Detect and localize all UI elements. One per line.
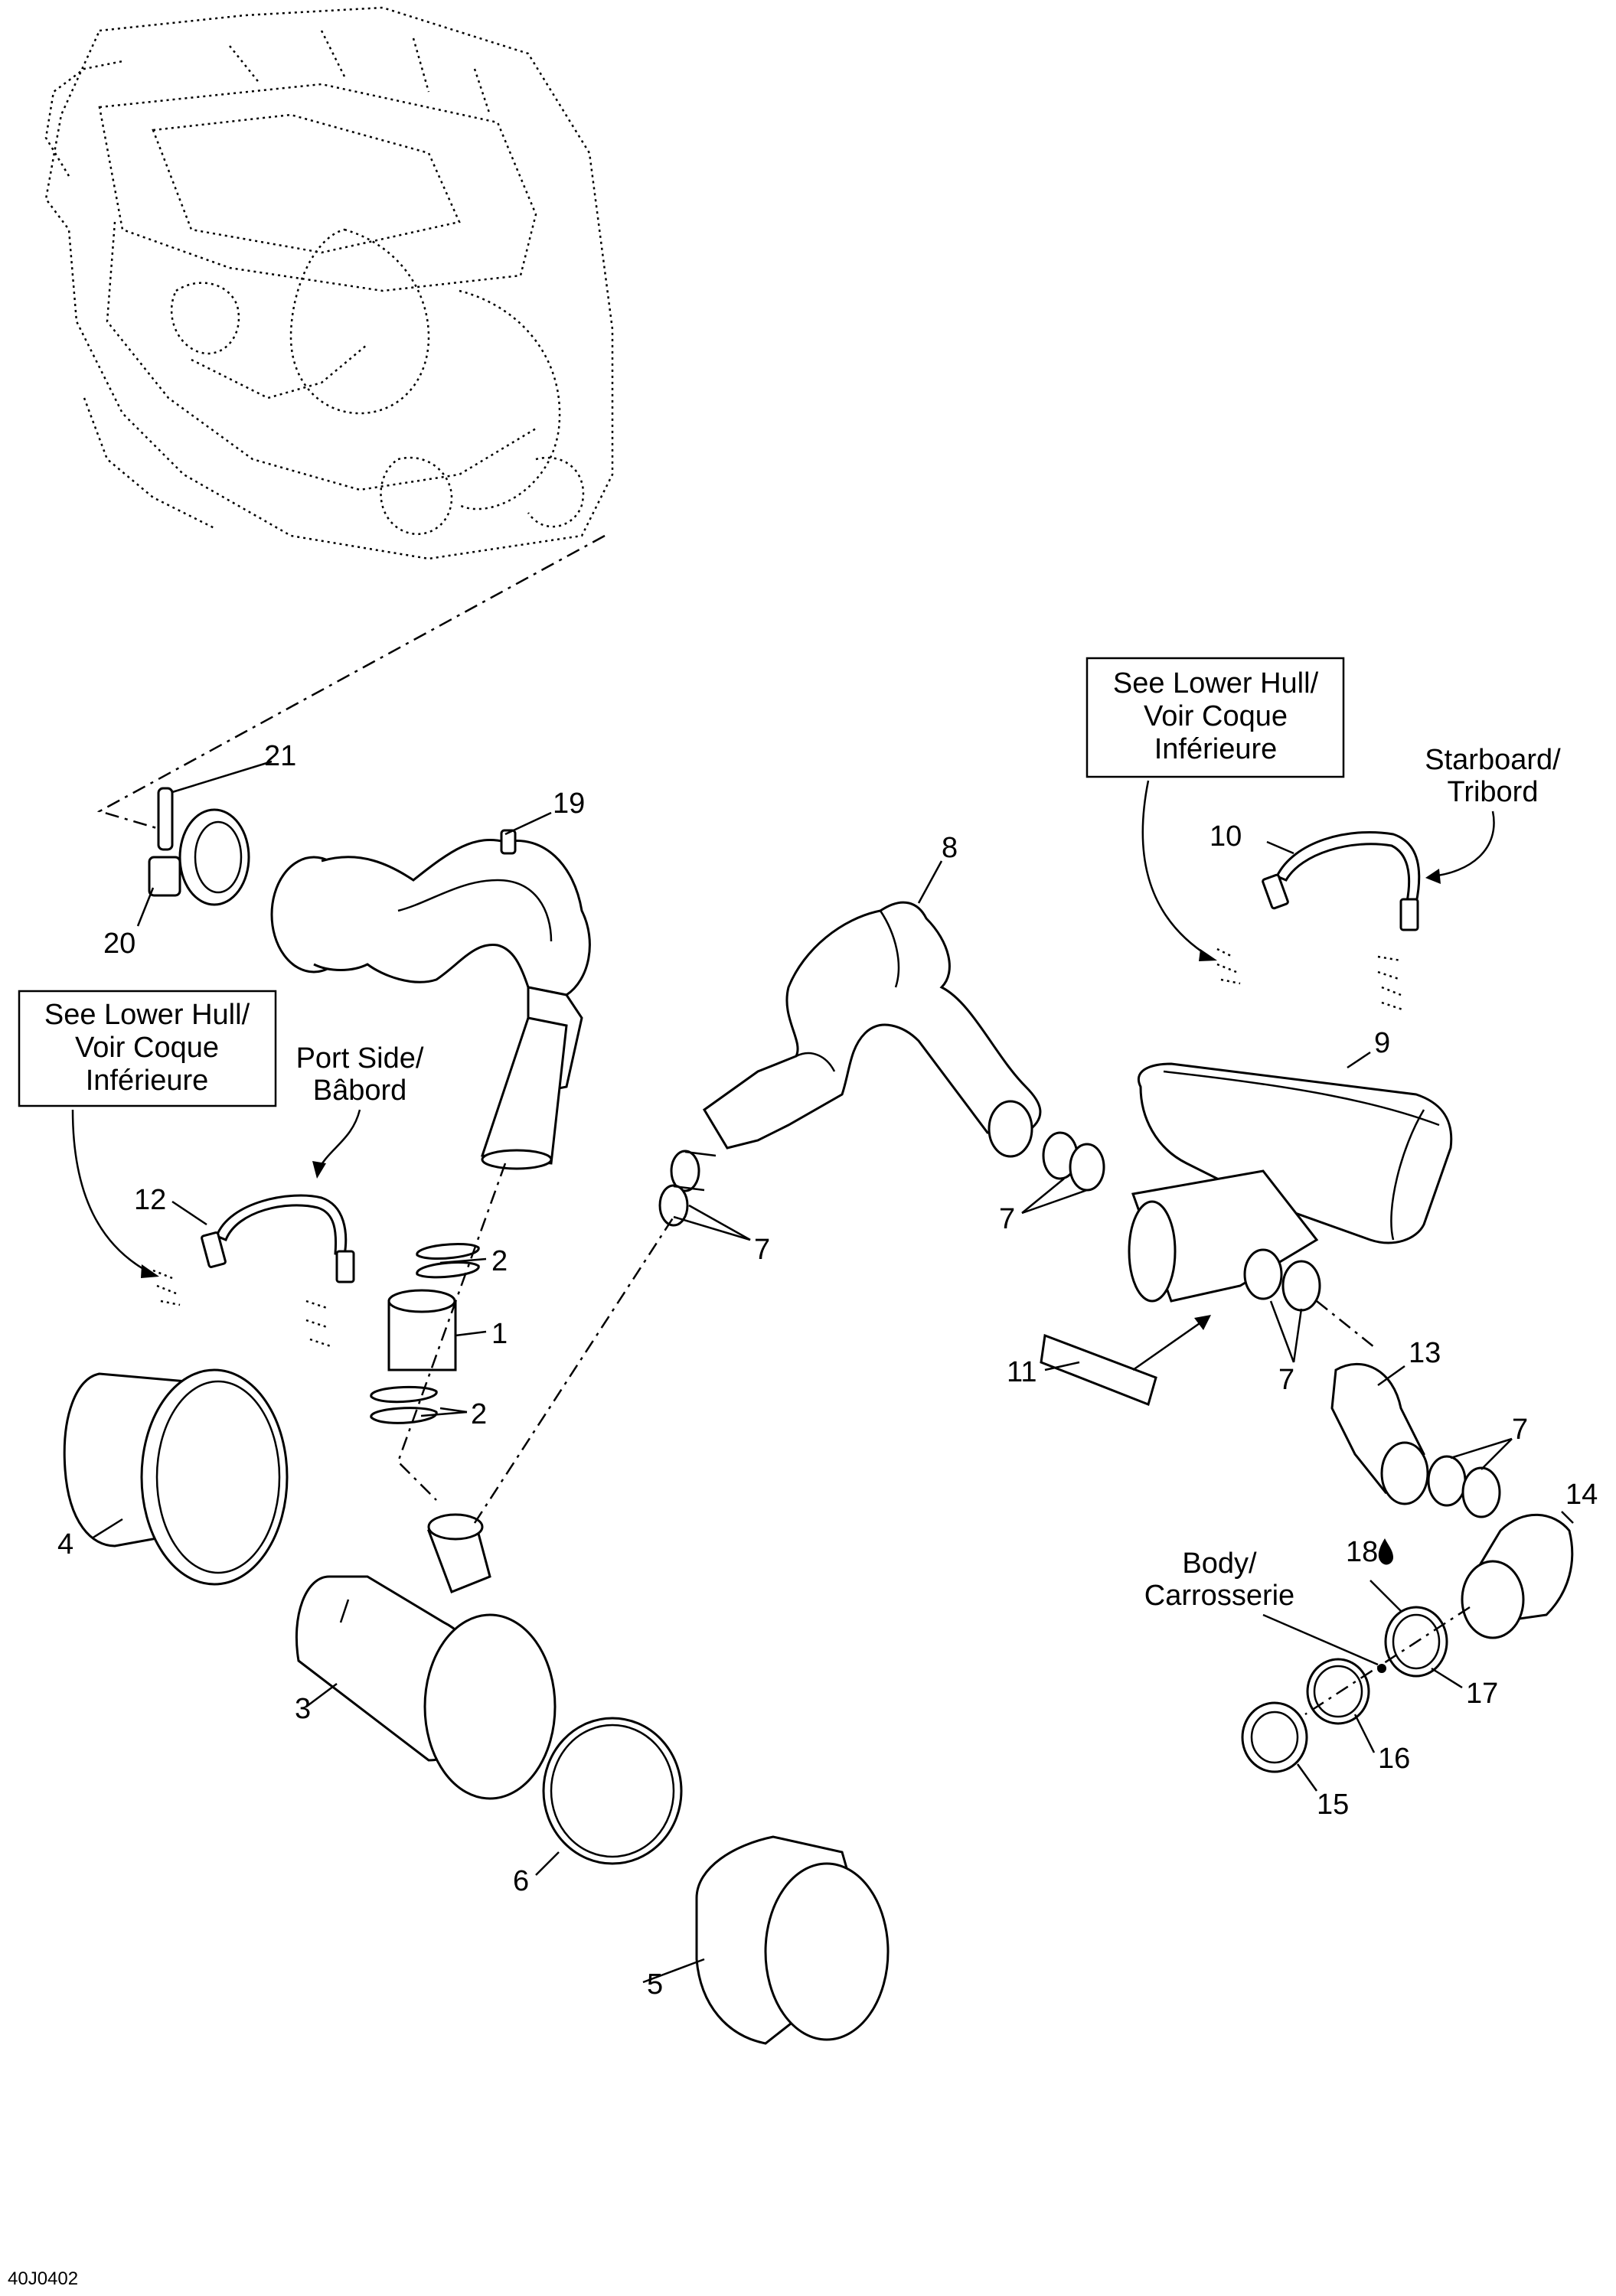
callout-6: 6	[513, 1865, 529, 1897]
note-lower-hull-right-line2: Voir Coque	[1144, 700, 1288, 732]
hardware-screws-right	[1216, 947, 1405, 1012]
part-5-end-cap	[695, 1835, 890, 2045]
callout-17: 17	[1466, 1678, 1498, 1710]
callout-21: 21	[264, 740, 296, 772]
part-7-clamps-right-lower	[1243, 1248, 1321, 1312]
leader-lower-hull-left-head	[141, 1264, 159, 1278]
part-19-exhaust-pipe	[270, 829, 591, 1170]
drop-icon	[1378, 1538, 1393, 1565]
part-20-clamp	[148, 808, 250, 906]
callout-9: 9	[1374, 1027, 1390, 1059]
part-9-water-box	[1138, 1062, 1453, 1244]
pipe-axis-line	[397, 1163, 507, 1501]
reference-code: 40J0402	[8, 2268, 78, 2289]
part-7-clamps-left	[658, 1150, 717, 1227]
note-lower-hull-right-line1: See Lower Hull/	[1113, 667, 1319, 700]
leader-body	[1262, 1613, 1379, 1666]
callout-13: 13	[1409, 1337, 1441, 1369]
note-port-side-line1: Port Side/	[296, 1042, 424, 1075]
callout-leaders	[91, 760, 1574, 1984]
hardware-screws-left	[152, 1269, 334, 1349]
note-box-lower-hull-left	[18, 990, 277, 1107]
strap-arrow-head	[1194, 1315, 1211, 1330]
leader-lower-hull-right	[1141, 780, 1210, 958]
note-lower-hull-left-line1: See Lower Hull/	[44, 999, 250, 1031]
leader-lower-hull-left	[71, 1109, 154, 1276]
callout-5: 5	[647, 1968, 663, 2001]
part-12-strap	[201, 1194, 355, 1283]
callout-15: 15	[1317, 1789, 1349, 1821]
outlet-pipe	[1128, 1169, 1319, 1303]
note-starboard-line2: Tribord	[1448, 776, 1539, 808]
part-13-elbow	[1330, 1362, 1429, 1505]
part-8-pipe	[703, 901, 1042, 1158]
callout-11: 11	[1007, 1356, 1037, 1388]
part-7-clamps-right-upper	[1042, 1131, 1105, 1192]
engine-connection-line	[96, 534, 606, 832]
callout-7-left: 7	[754, 1234, 770, 1266]
callout-12: 12	[134, 1184, 166, 1216]
leader-starboard	[1431, 810, 1495, 878]
fastener-dot	[1377, 1664, 1386, 1673]
leader-starboard-head	[1425, 869, 1441, 884]
part-14-nozzle	[1461, 1513, 1574, 1639]
note-lower-hull-right-line3: Inférieure	[1154, 733, 1278, 765]
note-lower-hull-left-line2: Voir Coque	[75, 1032, 219, 1064]
callout-4: 4	[57, 1528, 73, 1561]
part-16-ring	[1306, 1658, 1370, 1725]
part-21-bolt	[157, 787, 174, 851]
note-port-side-line2: Bâbord	[313, 1075, 407, 1107]
callout-18: 18	[1346, 1536, 1378, 1568]
callout-16: 16	[1378, 1743, 1410, 1775]
strap-arrow	[1132, 1315, 1210, 1371]
part-11-strap	[1040, 1333, 1157, 1406]
callout-7-lower-right: 7	[1278, 1364, 1294, 1396]
leader-port-side-head	[312, 1161, 326, 1179]
callout-2-upper: 2	[491, 1245, 508, 1277]
callout-2-lower: 2	[471, 1398, 487, 1430]
note-body-line1: Body/	[1182, 1548, 1257, 1580]
part-3-muffler	[295, 1513, 557, 1800]
note-lower-hull-left-line3: Inférieure	[86, 1065, 209, 1097]
engine-phantom-drawing	[44, 6, 614, 560]
leader-lower-hull-right-head	[1199, 949, 1217, 961]
part-4-tube	[63, 1368, 289, 1586]
part-2-upper-clamps	[416, 1243, 480, 1279]
callout-7-outlet: 7	[1512, 1414, 1528, 1446]
callout-20: 20	[103, 928, 135, 960]
callout-1: 1	[491, 1318, 508, 1350]
note-body-line2: Carrosserie	[1144, 1580, 1294, 1612]
callout-7-upper-right: 7	[999, 1203, 1015, 1235]
part-15-nut	[1241, 1701, 1308, 1773]
part-1-sleeve	[387, 1289, 457, 1371]
callout-8: 8	[942, 832, 958, 864]
part-7-clamps-outlet	[1427, 1455, 1501, 1518]
note-starboard-line1: Starboard/	[1425, 744, 1561, 776]
part-6-ring-clamp	[542, 1717, 683, 1865]
outlet-axis-line	[1316, 1300, 1375, 1348]
leader-port-side	[316, 1109, 361, 1172]
callout-3: 3	[295, 1693, 311, 1725]
part-2-lower-clamps	[370, 1385, 438, 1424]
callout-19: 19	[553, 788, 585, 820]
muffler-to-pipe-line	[473, 1216, 675, 1524]
part-10-strap	[1262, 831, 1421, 931]
callout-14: 14	[1565, 1479, 1598, 1511]
note-box-lower-hull-right	[1085, 657, 1345, 778]
nozzle-axis-line	[1304, 1606, 1471, 1716]
callout-10: 10	[1210, 820, 1242, 853]
